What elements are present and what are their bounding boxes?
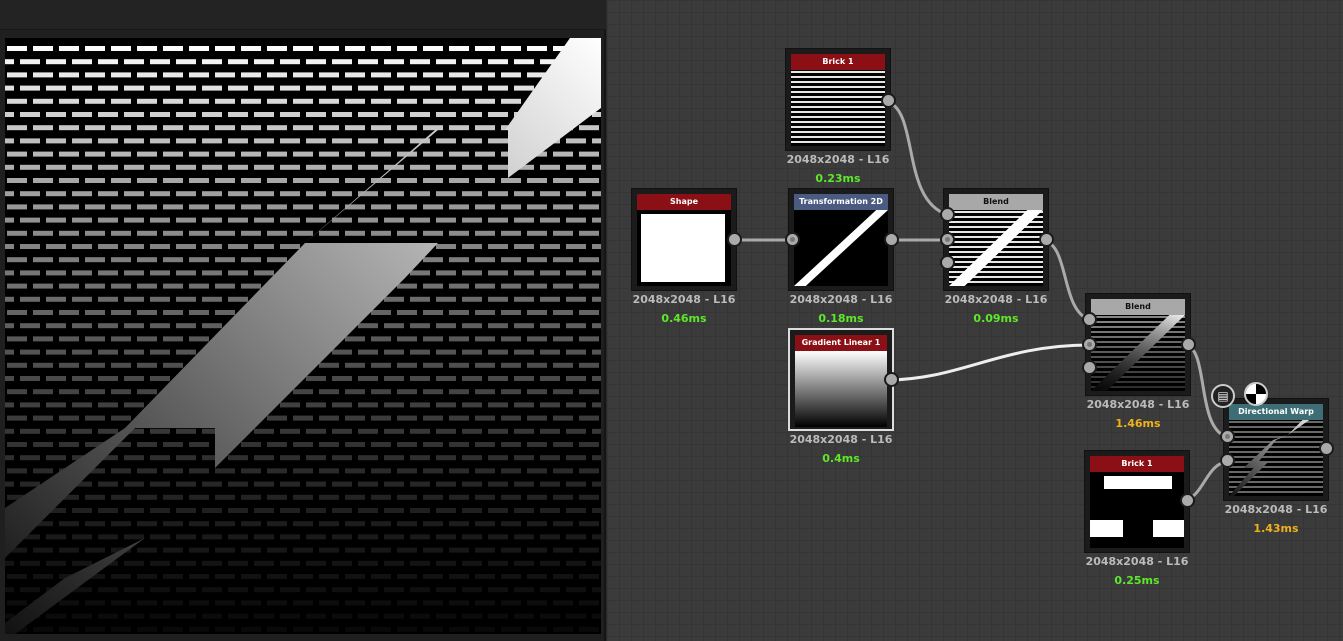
input-port[interactable] xyxy=(940,255,955,270)
node-resolution: 2048x2048 - L16 xyxy=(789,433,893,446)
node-resolution: 2048x2048 - L16 xyxy=(1085,555,1189,568)
output-port[interactable] xyxy=(1319,441,1334,456)
preview-panel xyxy=(0,0,606,641)
output-port[interactable] xyxy=(884,232,899,247)
input-port[interactable] xyxy=(1082,360,1097,375)
node-thumbnail xyxy=(949,210,1043,286)
node-title: Transformation 2D xyxy=(794,194,888,210)
texture-preview[interactable] xyxy=(5,38,601,634)
output-port[interactable] xyxy=(881,93,896,108)
node-resolution: 2048x2048 - L16 xyxy=(944,293,1048,306)
node-title: Brick 1 xyxy=(791,54,885,70)
node-compute-time: 0.25ms xyxy=(1114,574,1160,587)
node-compute-time: 0.23ms xyxy=(815,172,861,185)
node-transformation-2d[interactable]: Transformation 2D xyxy=(788,188,894,291)
node-compute-time: 0.18ms xyxy=(818,312,864,325)
node-thumbnail xyxy=(1091,315,1185,391)
output-port[interactable] xyxy=(1180,493,1195,508)
output-port[interactable] xyxy=(727,232,742,247)
node-thumbnail xyxy=(791,70,885,146)
node-title: Shape xyxy=(637,194,731,210)
input-port[interactable] xyxy=(785,232,800,247)
node-compute-time: 0.46ms xyxy=(661,312,707,325)
node-blend-1[interactable]: Blend xyxy=(943,188,1049,291)
node-graph-canvas[interactable] xyxy=(607,0,1343,641)
input-port[interactable] xyxy=(1082,312,1097,327)
node-thumbnail xyxy=(794,210,888,286)
node-blend-2[interactable]: Blend xyxy=(1085,293,1191,396)
node-thumbnail xyxy=(795,351,887,427)
node-shape[interactable]: Shape xyxy=(631,188,737,291)
node-thumbnail xyxy=(1229,420,1323,496)
node-gradient-linear[interactable]: Gradient Linear 1 xyxy=(788,328,894,431)
node-title: Blend xyxy=(1091,299,1185,315)
input-port[interactable] xyxy=(1220,453,1235,468)
document-icon[interactable]: ▤ xyxy=(1211,384,1235,408)
node-resolution: 2048x2048 - L16 xyxy=(786,153,890,166)
node-title: Blend xyxy=(949,194,1043,210)
input-port[interactable] xyxy=(1220,429,1235,444)
input-port[interactable] xyxy=(940,232,955,247)
node-thumbnail xyxy=(637,210,731,286)
node-compute-time: 0.09ms xyxy=(973,312,1019,325)
warped-stripe xyxy=(5,38,601,634)
node-resolution: 2048x2048 - L16 xyxy=(789,293,893,306)
input-port[interactable] xyxy=(940,207,955,222)
node-title: Brick 1 xyxy=(1090,456,1184,472)
node-brick-top[interactable]: Brick 1 xyxy=(785,48,891,151)
node-resolution: 2048x2048 - L16 xyxy=(1224,503,1328,516)
node-compute-time: 1.43ms xyxy=(1253,522,1299,535)
output-port[interactable] xyxy=(884,372,899,387)
input-port[interactable] xyxy=(1082,337,1097,352)
node-resolution: 2048x2048 - L16 xyxy=(1086,398,1190,411)
node-compute-time: 1.46ms xyxy=(1115,417,1161,430)
output-port[interactable] xyxy=(1039,232,1054,247)
node-resolution: 2048x2048 - L16 xyxy=(632,293,736,306)
checker-icon[interactable] xyxy=(1244,382,1268,406)
node-title: Directional Warp xyxy=(1229,404,1323,420)
node-compute-time: 0.4ms xyxy=(822,452,860,465)
node-brick-bottom[interactable]: Brick 1 xyxy=(1084,450,1190,553)
output-port[interactable] xyxy=(1181,337,1196,352)
node-title: Gradient Linear 1 xyxy=(795,335,887,351)
node-directional-warp[interactable]: Directional Warp xyxy=(1223,398,1329,501)
preview-toolbar xyxy=(0,0,606,30)
node-thumbnail xyxy=(1090,472,1184,548)
